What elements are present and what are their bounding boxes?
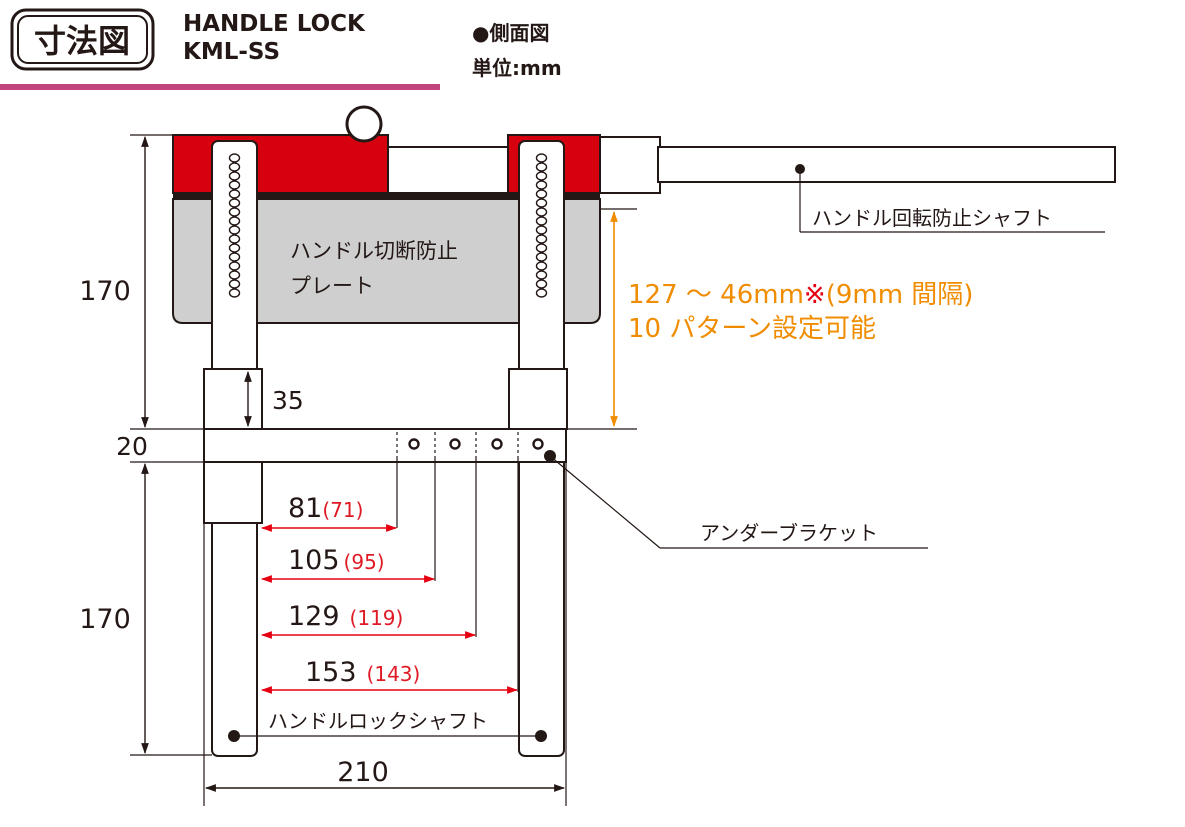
adjust-hole bbox=[535, 153, 548, 163]
dim-height-upper: 170 bbox=[79, 135, 149, 429]
adjust-hole bbox=[228, 162, 241, 172]
dim-width-value: 210 bbox=[337, 757, 389, 788]
dim-spacing-3: 129(119) bbox=[288, 601, 403, 632]
under-bracket-bar bbox=[203, 428, 567, 463]
knob-ring bbox=[345, 105, 383, 143]
rotation-shaft-inner bbox=[387, 146, 509, 194]
adjust-hole bbox=[535, 171, 548, 181]
plate-body bbox=[172, 198, 601, 324]
slide-block-upper-left bbox=[203, 368, 263, 430]
adjust-hole bbox=[228, 171, 241, 181]
bracket-hole bbox=[408, 438, 420, 450]
dim-bracket: 20 bbox=[116, 432, 148, 461]
range-text-line1: 127 ～ 46mm※(9mm 間隔) bbox=[628, 280, 973, 310]
adjust-hole bbox=[228, 288, 241, 298]
adjust-hole bbox=[535, 225, 548, 235]
rotation-shaft bbox=[387, 136, 1116, 194]
dim-spacing-2: 105(95) bbox=[288, 545, 385, 576]
view-label: ●側面図 bbox=[472, 21, 549, 45]
slide-block-lower-left bbox=[203, 460, 263, 524]
adjust-hole bbox=[535, 207, 548, 217]
plate-label-line1: ハンドル切断防止 bbox=[290, 239, 458, 263]
title-badge bbox=[10, 8, 155, 71]
slide-blocks bbox=[203, 368, 568, 524]
product-name: HANDLE LOCK bbox=[183, 11, 366, 37]
adjust-hole bbox=[228, 252, 241, 262]
adjust-hole bbox=[228, 270, 241, 280]
dim-block-value: 35 bbox=[272, 386, 304, 415]
dim-width: 210 bbox=[204, 757, 566, 792]
title-badge-text: 寸法図 bbox=[34, 22, 130, 60]
product-model: KML-SS bbox=[183, 39, 280, 65]
cutting-prevention-plate: ハンドル切断防止 プレート bbox=[172, 198, 601, 324]
adjust-hole bbox=[535, 234, 548, 244]
adjust-hole bbox=[228, 243, 241, 253]
adjustment-holes-left bbox=[228, 153, 241, 298]
adjust-hole bbox=[535, 261, 548, 271]
adjust-hole bbox=[228, 234, 241, 244]
bracket-hole bbox=[532, 438, 544, 450]
adjust-hole bbox=[228, 153, 241, 163]
adjust-hole bbox=[535, 243, 548, 253]
dim-bracket-value: 20 bbox=[116, 432, 148, 461]
rotation-shaft-rod bbox=[657, 146, 1116, 183]
adjust-hole bbox=[228, 225, 241, 235]
adjust-hole bbox=[535, 252, 548, 262]
range-text-line2: 10 パターン設定可能 bbox=[628, 314, 876, 344]
callout-rotation-shaft: ハンドル回転防止シャフト bbox=[799, 169, 1105, 233]
adjust-hole bbox=[228, 216, 241, 226]
adjust-hole bbox=[535, 162, 548, 172]
black-band bbox=[173, 192, 600, 199]
adjust-hole bbox=[535, 270, 548, 280]
adjust-hole bbox=[228, 207, 241, 217]
unit-label: 単位:mm bbox=[472, 56, 562, 80]
dim-height-lower-value: 170 bbox=[79, 604, 131, 635]
bracket-hole bbox=[491, 438, 503, 450]
header-accent-line bbox=[0, 84, 440, 90]
adjust-hole bbox=[535, 288, 548, 298]
dim-height-upper-value: 170 bbox=[79, 276, 131, 307]
dim-spacing-1: 81(71) bbox=[288, 493, 363, 524]
bracket-hole bbox=[449, 438, 461, 450]
adjust-hole bbox=[535, 198, 548, 208]
bracket-holes bbox=[408, 438, 544, 450]
adjust-hole bbox=[228, 180, 241, 190]
slide-block-upper-right bbox=[508, 368, 568, 430]
dim-spacing-4: 153(143) bbox=[305, 657, 420, 688]
under-bracket bbox=[203, 428, 567, 463]
adjustment-holes-right bbox=[535, 153, 548, 298]
adjust-hole bbox=[535, 216, 548, 226]
adjust-hole bbox=[228, 198, 241, 208]
dim-adjust-range: 127 ～ 46mm※(9mm 間隔) 10 パターン設定可能 bbox=[610, 210, 973, 428]
adjust-hole bbox=[228, 261, 241, 271]
plate-label-line2: プレート bbox=[290, 274, 374, 298]
rotation-shaft-label: ハンドル回転防止シャフト bbox=[812, 206, 1052, 230]
red-block-left bbox=[172, 134, 389, 194]
rotation-shaft-thick bbox=[599, 136, 661, 194]
lock-shaft-label: ハンドルロックシャフト bbox=[268, 709, 488, 733]
adjust-hole bbox=[535, 180, 548, 190]
dim-spacing-group: 81(71) 105(95) 129(119) 153(143) bbox=[260, 432, 519, 694]
adjust-hole bbox=[228, 279, 241, 289]
adjust-hole bbox=[535, 189, 548, 199]
title-badge-inner bbox=[17, 15, 148, 64]
reference-lines bbox=[130, 134, 637, 806]
callout-under-bracket: アンダーブラケット bbox=[549, 455, 928, 549]
dim-height-lower: 170 bbox=[79, 462, 149, 755]
header: 寸法図 HANDLE LOCK KML-SS ●側面図 単位:mm bbox=[0, 8, 562, 90]
under-bracket-label: アンダーブラケット bbox=[700, 521, 878, 545]
callout-lock-shaft: ハンドルロックシャフト bbox=[234, 709, 541, 737]
adjust-hole bbox=[228, 189, 241, 199]
adjust-hole bbox=[535, 279, 548, 289]
dim-block: 35 bbox=[244, 369, 304, 429]
